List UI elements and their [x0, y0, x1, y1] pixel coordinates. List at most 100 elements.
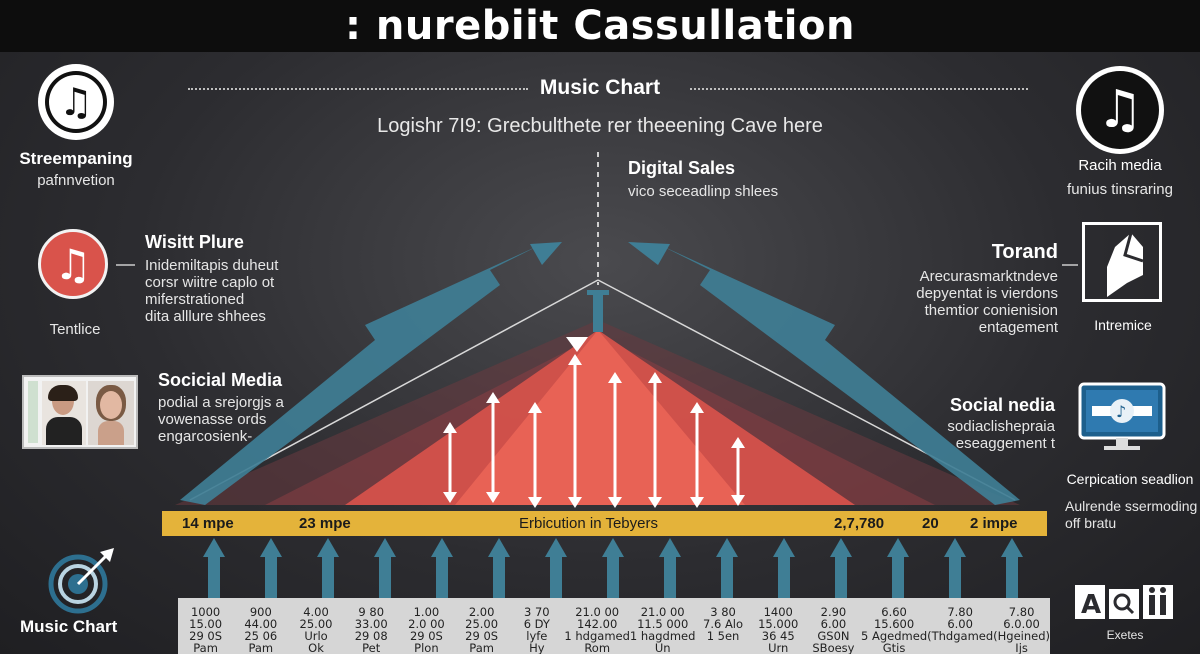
table-cell: 36 45	[761, 629, 795, 643]
table-cell: 3 70	[524, 605, 550, 619]
table-cell: 6.00	[820, 617, 847, 631]
table-cell: Plon	[414, 641, 439, 654]
table-cell: 25.00	[465, 617, 499, 631]
document-arrow-icon	[1082, 222, 1162, 302]
table-cell: 29 08	[354, 629, 388, 643]
table-cell: 25 06	[244, 629, 278, 643]
digital-sales-subtitle: vico seceadlinp shlees	[628, 183, 779, 200]
header-divider-left	[188, 88, 528, 90]
table-cell: 7.80	[947, 605, 973, 619]
table-cell: 29 0S	[465, 629, 499, 643]
table-cell: 3 80	[710, 605, 736, 619]
table-cell: (Thdgamed	[927, 629, 994, 643]
wisitt-line-1: Inidemiltapis duheut	[145, 257, 279, 274]
torand-title: Torand	[991, 241, 1058, 263]
torand-line-2: depyentat is vierdons	[916, 285, 1058, 302]
svg-text:A: A	[1081, 590, 1101, 620]
table-cell: 142.00	[577, 617, 618, 631]
title-bar: : nurebiit Cassullation	[0, 0, 1200, 52]
table-cell: 25.00	[299, 617, 333, 631]
chart-subtitle: Logishr 7I9: Grecbulthete rer theeening …	[377, 115, 823, 137]
wisitt-caption: Tentlice	[49, 321, 101, 338]
table-cell: 900	[249, 605, 272, 619]
banner-left-2: 23 mpe	[299, 515, 351, 532]
torand-line-3: themtior conienision	[924, 302, 1058, 319]
table-cell: 7.6 Alo	[703, 617, 744, 631]
table-cell: 1.00	[413, 605, 440, 619]
red-pyramid-core	[455, 330, 745, 505]
table-cell: 21.0 00	[575, 605, 620, 619]
table-cell: 1 5en	[706, 629, 740, 643]
table-cell: 6.0.00	[1003, 617, 1040, 631]
data-banner: 14 mpe 23 mpe Erbicution in Tebyers 2,7,…	[162, 511, 1047, 536]
computer-line-2: off bratu	[1065, 515, 1117, 531]
table-cell: Pam	[248, 641, 274, 654]
table-cell: 1 hagdmed	[629, 629, 696, 643]
table-cell: 9 80	[358, 605, 385, 619]
torand-caption: Intremice	[1094, 317, 1152, 333]
social-media-line-1: podial a srejorgjs a	[158, 394, 284, 411]
bottom-up-arrows	[203, 538, 1023, 600]
center-stem	[593, 292, 603, 332]
table-cell: 6.00	[947, 617, 973, 631]
page-title: : nurebiit Cassullation	[345, 3, 855, 49]
table-cell: 6 DY	[523, 617, 550, 631]
banner-right-2: 20	[922, 515, 939, 532]
music-note-circle-icon: ♫	[1076, 66, 1164, 154]
table-cell: 4.00	[303, 605, 329, 619]
music-note-badge-icon: ♫	[38, 64, 114, 140]
rich-media-subtitle: funius tinsraring	[1067, 181, 1173, 198]
table-cell: 15.000	[758, 617, 799, 631]
table-cell: 29 0S	[409, 629, 443, 643]
social-nedia-title: Social nedia	[949, 395, 1055, 415]
right-teal-arrow	[660, 245, 1020, 505]
target-icon	[48, 548, 116, 616]
left-teal-arrow	[180, 245, 540, 505]
right-teal-arrowhead	[628, 242, 670, 265]
table-cell: (Hgeined)	[993, 629, 1051, 643]
table-cell: Urlo	[304, 629, 328, 643]
monitor-icon: ♪	[1078, 382, 1168, 452]
table-cell: 44.00	[244, 617, 278, 631]
table-cell: 11.5 000	[637, 617, 689, 631]
table-cell: Ijs	[1015, 641, 1028, 654]
table-cell: Ok	[308, 641, 324, 654]
table-cell: 2.0 00	[408, 617, 445, 631]
computer-line-1: Aulrende ssermoding	[1065, 498, 1198, 514]
wisitt-title: Wisitt Plure	[145, 232, 244, 252]
double-arrows	[443, 354, 745, 508]
left-teal-arrowhead	[530, 242, 562, 265]
table-cell: Un	[654, 641, 671, 654]
table-cell: 2.90	[820, 605, 847, 619]
table-cell: Gtis	[882, 641, 906, 654]
music-chart-caption: Music Chart	[20, 617, 118, 636]
table-cell: GS0N	[817, 629, 850, 643]
music-note-red-icon: ♫	[38, 229, 108, 299]
torand-line-4: entagement	[978, 319, 1058, 336]
table-cell: 1000	[190, 605, 221, 619]
table-cell: 7.80	[1008, 605, 1035, 619]
social-nedia-line-1: sodiaclishepraia	[947, 418, 1055, 435]
banner-left-1: 14 mpe	[182, 515, 234, 532]
social-nedia-line-2: eseaggement t	[955, 435, 1055, 452]
table-cell: 5 Agedmed	[861, 629, 928, 643]
digital-sales-title: Digital Sales	[628, 158, 736, 178]
table-cell: lyfe	[526, 629, 548, 643]
table-cell: Pam	[193, 641, 218, 654]
